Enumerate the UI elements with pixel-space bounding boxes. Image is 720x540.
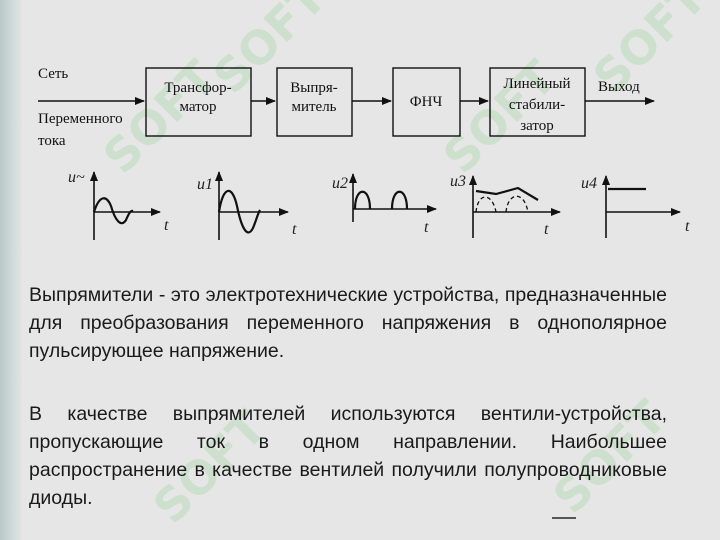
graph-xlabel: t — [292, 221, 297, 238]
stabilizer-label: затор — [520, 118, 554, 134]
diodes-paragraph: В качестве выпрямителей используются вен… — [29, 403, 667, 509]
graph-xlabel: t — [164, 217, 169, 234]
graph-ylabel: u4 — [581, 175, 597, 192]
graph-xlabel: t — [685, 218, 690, 235]
graph-ylabel: u1 — [197, 176, 213, 193]
input-label-line: Переменного — [38, 111, 123, 127]
block-diagram: Сеть Переменного тока Трансфор- матор Вы… — [38, 66, 690, 240]
rectifier-block — [276, 67, 353, 137]
lpf-block — [392, 67, 461, 137]
slide: SOFT SOFT SOFT SOFT SOFT SOFT — [22, 0, 720, 540]
rectifier-label: Выпря- — [290, 80, 338, 96]
definition-paragraph: Выпрямители - это электротехнические уст… — [29, 284, 667, 362]
stabilizer-label: Линейный — [503, 76, 570, 92]
left-decorative-strip — [0, 0, 22, 540]
stabilizer-label: стабили- — [509, 97, 565, 113]
transformer-block — [145, 67, 252, 137]
lpf-label: ФНЧ — [410, 94, 443, 110]
graph-u3: u3 t — [450, 173, 561, 238]
graph-xlabel: t — [544, 221, 549, 238]
transformer-label: Трансфор- — [164, 80, 231, 96]
graph-u1: u1 t — [197, 171, 297, 240]
input-label-line: Сеть — [38, 66, 68, 82]
graph-u2: u2 t — [332, 173, 437, 236]
rectifier-label: митель — [291, 99, 336, 115]
output-label: Выход — [598, 79, 640, 95]
stabilizer-block — [489, 67, 586, 137]
transformer-label: матор — [179, 99, 216, 115]
graph-u-input: u~ t — [68, 169, 169, 240]
graph-ylabel: u2 — [332, 175, 348, 192]
graph-ylabel: u3 — [450, 173, 466, 190]
input-label-line: тока — [38, 133, 66, 149]
graph-u4: u4 t — [581, 175, 690, 238]
graph-ylabel: u~ — [68, 169, 85, 186]
slide-footer-mark — [552, 517, 576, 519]
graph-xlabel: t — [424, 219, 429, 236]
